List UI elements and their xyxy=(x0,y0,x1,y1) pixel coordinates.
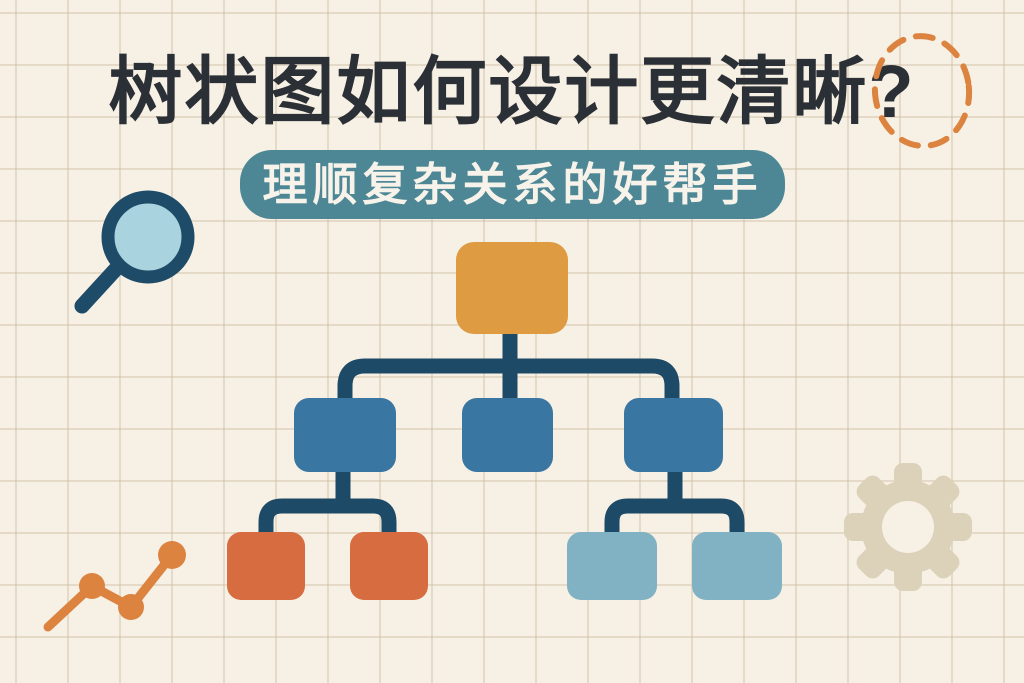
subtitle-badge: 理顺复杂关系的好帮手 xyxy=(240,150,785,219)
trend-point xyxy=(158,541,186,569)
tree-node-leaf-4 xyxy=(692,532,782,600)
trend-point xyxy=(79,573,105,599)
tree-node-leaf-3 xyxy=(567,532,657,600)
edge-root-branches xyxy=(337,358,680,406)
gear-icon xyxy=(844,463,972,591)
trend-line-path xyxy=(43,550,177,632)
trend-point xyxy=(118,594,144,620)
edge-branch3-leaves xyxy=(604,498,745,540)
magnifier-lens xyxy=(101,190,195,284)
tree-node-branch-2 xyxy=(462,398,553,472)
tree-nodes xyxy=(227,242,782,600)
tree-node-branch-3 xyxy=(624,398,723,472)
magnifier-icon xyxy=(74,190,195,314)
dashed-circle-icon xyxy=(871,33,973,149)
edge-branch1-leaves xyxy=(258,498,397,540)
subtitle-text: 理顺复杂关系的好帮手 xyxy=(262,159,763,210)
page-title: 树状图如何设计更清晰? xyxy=(108,50,916,133)
tree-node-root xyxy=(456,242,568,334)
magnifier-handle xyxy=(74,262,123,314)
tree-node-branch-1 xyxy=(294,398,396,472)
tree-node-leaf-1 xyxy=(227,532,305,600)
trend-line-icon xyxy=(43,541,186,632)
tree-node-leaf-2 xyxy=(350,532,428,600)
gear-hole xyxy=(882,501,934,553)
